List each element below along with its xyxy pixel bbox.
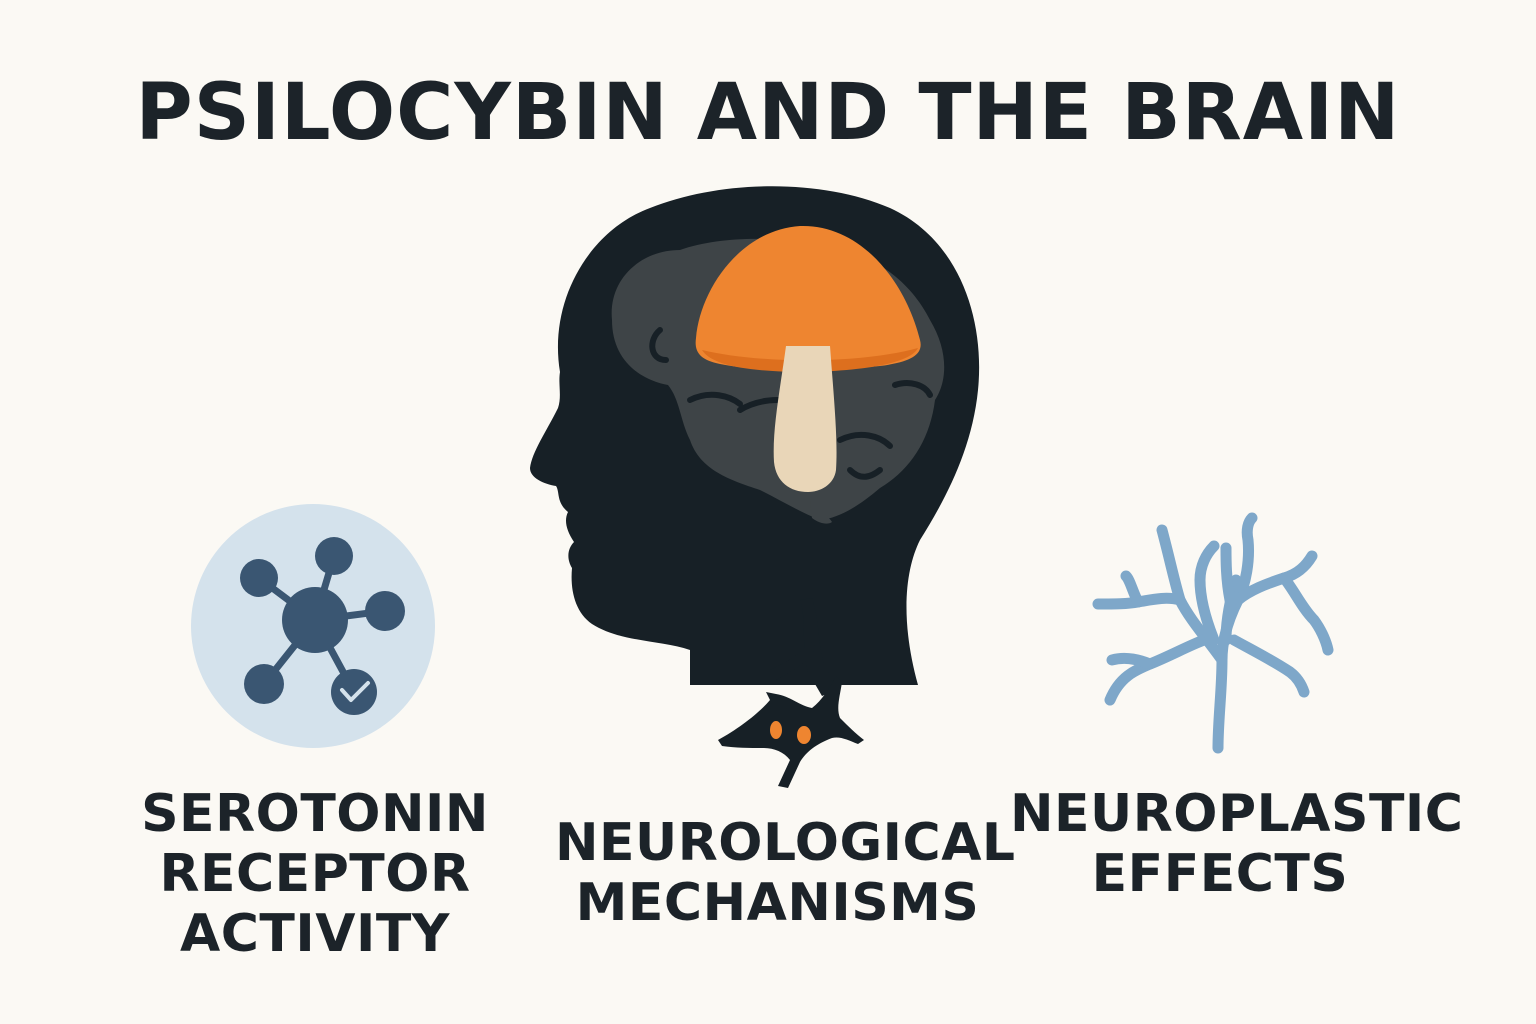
neuron-icon — [718, 676, 864, 788]
page-title: PSILOCYBIN AND THE BRAIN — [135, 68, 1401, 158]
label-line: ACTIVITY — [180, 904, 450, 964]
label-line: NEUROLOGICAL — [555, 813, 1016, 873]
label-line: RECEPTOR — [159, 844, 471, 904]
label-line: EFFECTS — [1091, 844, 1349, 904]
label-serotonin-receptor-activity: SEROTONIN RECEPTOR ACTIVITY — [130, 784, 500, 964]
label-neurological-mechanisms: NEUROLOGICAL MECHANISMS — [555, 813, 1016, 933]
label-line: SEROTONIN — [141, 784, 489, 844]
dendrite-icon — [1092, 512, 1334, 754]
mushroom-icon — [695, 225, 921, 492]
check-icon — [340, 681, 370, 702]
molecule-icon — [191, 504, 435, 748]
label-neuroplastic-effects: NEUROPLASTIC EFFECTS — [1010, 784, 1464, 904]
label-line: NEUROPLASTIC — [1010, 784, 1464, 844]
label-line: MECHANISMS — [575, 873, 980, 933]
